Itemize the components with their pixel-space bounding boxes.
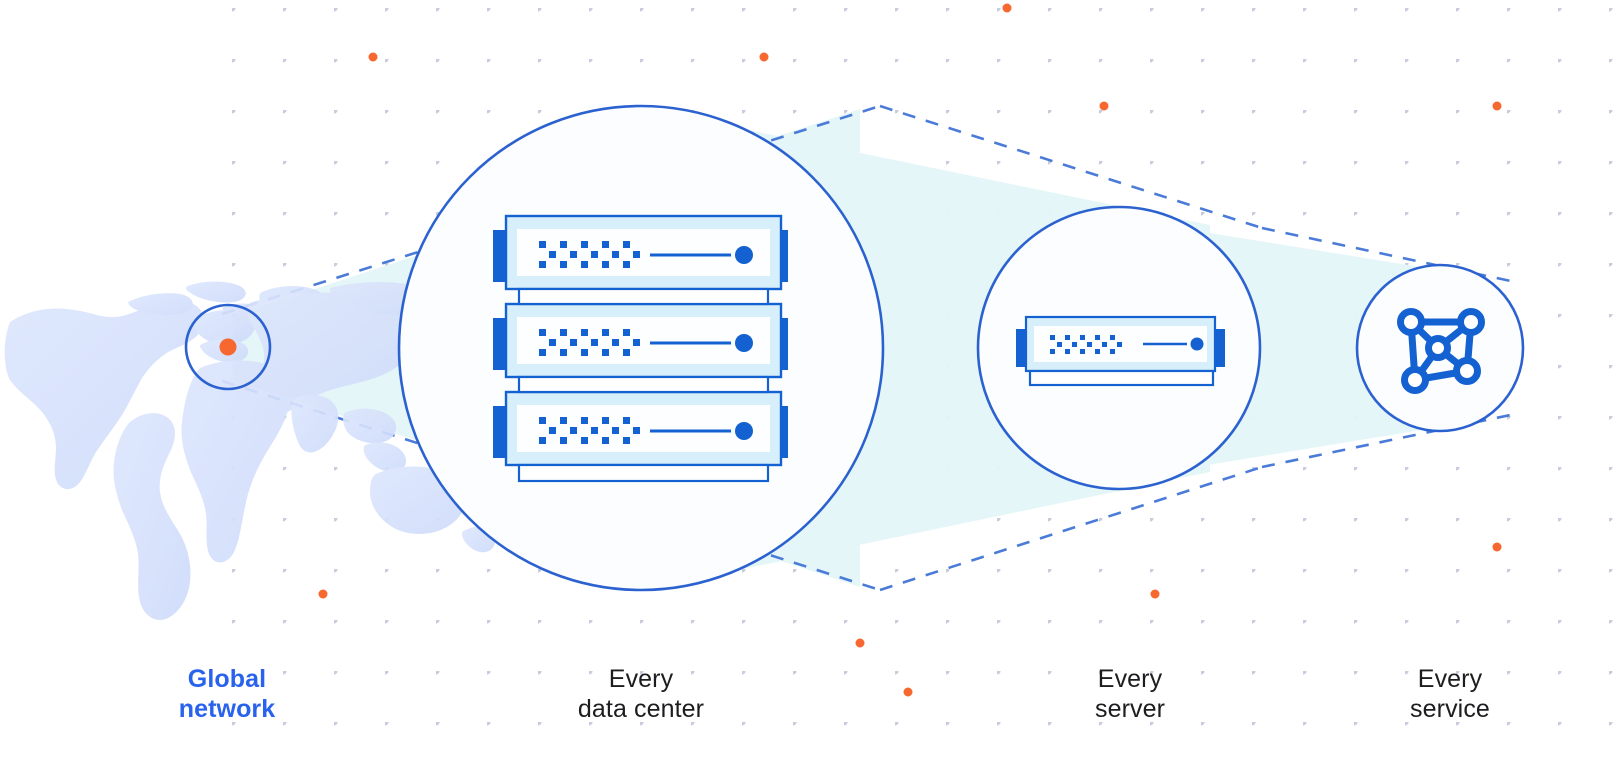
- graph-node: [1397, 308, 1425, 336]
- accent-dot: [759, 52, 769, 62]
- global-network-pin: [184, 303, 272, 391]
- accent-dot: [318, 589, 328, 599]
- accent-dot: [368, 52, 378, 62]
- server-led-matrix: [539, 417, 640, 444]
- stage-label-global-network: Global network: [178, 665, 276, 723]
- server-led-matrix: [1050, 335, 1122, 354]
- accent-dot: [1150, 589, 1160, 599]
- accent-dot: [1099, 101, 1109, 111]
- server-status-dot: [735, 246, 753, 264]
- server-status-dot: [735, 422, 753, 440]
- server-rack-unit: [493, 390, 788, 467]
- accent-dot-group: [318, 3, 1502, 697]
- accent-dot: [1492, 542, 1502, 552]
- accent-dot: [1002, 3, 1012, 13]
- graph-node: [1457, 308, 1485, 336]
- rack-connector: [517, 375, 770, 394]
- server-unit-panel: [517, 405, 770, 452]
- server-base-shelf: [1028, 369, 1215, 387]
- stage-label-data-center: Every data center: [577, 665, 705, 723]
- server-status-dot: [1190, 337, 1204, 351]
- location-pin-dot: [219, 338, 237, 356]
- network-graph-icon: [1397, 308, 1485, 394]
- stage-label-server: Every server: [1094, 665, 1166, 723]
- graph-node: [1453, 357, 1481, 385]
- server-unit-panel: [517, 317, 770, 364]
- server-rack-unit: [493, 214, 788, 291]
- server-unit-panel: [517, 229, 770, 276]
- world-map-icon: [4, 281, 496, 621]
- rack-base-shelf: [517, 463, 770, 483]
- server-unit-icon: [1016, 315, 1225, 387]
- server-status-dot: [735, 334, 753, 352]
- server-led-matrix: [539, 329, 640, 356]
- graph-node-center: [1425, 335, 1451, 361]
- server-rack-icon: [493, 214, 788, 483]
- accent-dot: [855, 638, 865, 648]
- accent-dot: [903, 687, 913, 697]
- server-led-matrix: [539, 241, 640, 268]
- server-rack-unit: [493, 302, 788, 379]
- graph-node: [1401, 366, 1429, 394]
- stage-label-service: Every service: [1410, 665, 1490, 723]
- accent-dot: [1492, 101, 1502, 111]
- rack-connector: [517, 287, 770, 306]
